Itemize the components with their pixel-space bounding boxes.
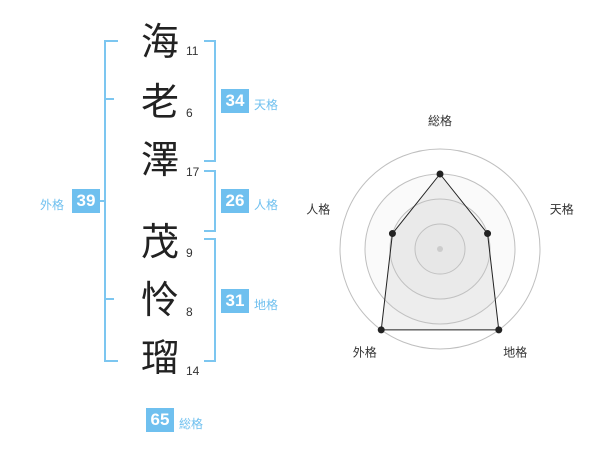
radar-point-4 bbox=[377, 326, 385, 334]
tenkaku-badge: 34 bbox=[221, 89, 249, 113]
stroke-count-2: 6 bbox=[186, 106, 193, 120]
name-char-3: 澤 bbox=[140, 138, 179, 182]
name-char-1: 海 bbox=[140, 20, 179, 64]
radar-axis-label-2: 天格 bbox=[550, 201, 574, 216]
stroke-count-5: 8 bbox=[186, 305, 193, 319]
jinkaku-badge: 26 bbox=[221, 189, 249, 213]
radar-axis-label-5: 人格 bbox=[306, 201, 330, 216]
bracket-tick bbox=[98, 200, 106, 202]
bracket-tick bbox=[106, 298, 114, 300]
name-char-5: 怜 bbox=[140, 278, 179, 322]
radar-center-dot bbox=[437, 246, 443, 252]
name-char-4: 茂 bbox=[140, 220, 179, 264]
chikaku-badge: 31 bbox=[221, 289, 249, 313]
jinkaku-bracket bbox=[204, 170, 216, 232]
stroke-count-4: 9 bbox=[186, 246, 193, 260]
jinkaku-label: 人格 bbox=[254, 198, 279, 212]
name-char-2: 老 bbox=[140, 80, 179, 124]
name-char-6: 瑠 bbox=[140, 336, 179, 380]
radar-point-3 bbox=[495, 326, 503, 334]
stroke-count-6: 14 bbox=[186, 364, 200, 378]
gaikaku-label: 外格 bbox=[40, 198, 65, 212]
soukaku-label: 総格 bbox=[179, 417, 204, 431]
radar-axis-label-1: 総格 bbox=[428, 113, 452, 128]
gaikaku-badge: 39 bbox=[72, 189, 100, 213]
stroke-count-3: 17 bbox=[186, 165, 200, 179]
radar-axis-label-3: 地格 bbox=[503, 345, 527, 360]
bracket-tick bbox=[106, 98, 114, 100]
radar-point-2 bbox=[484, 230, 492, 238]
stroke-count-1: 11 bbox=[186, 44, 199, 58]
soukaku-badge: 65 bbox=[146, 408, 174, 432]
chikaku-bracket bbox=[204, 238, 216, 362]
tenkaku-label: 天格 bbox=[254, 98, 279, 112]
radar-axis-label-4: 外格 bbox=[353, 345, 377, 360]
radar-point-1 bbox=[436, 170, 444, 178]
tenkaku-bracket bbox=[204, 40, 216, 162]
chikaku-label: 地格 bbox=[254, 298, 279, 312]
radar-point-5 bbox=[388, 230, 396, 238]
